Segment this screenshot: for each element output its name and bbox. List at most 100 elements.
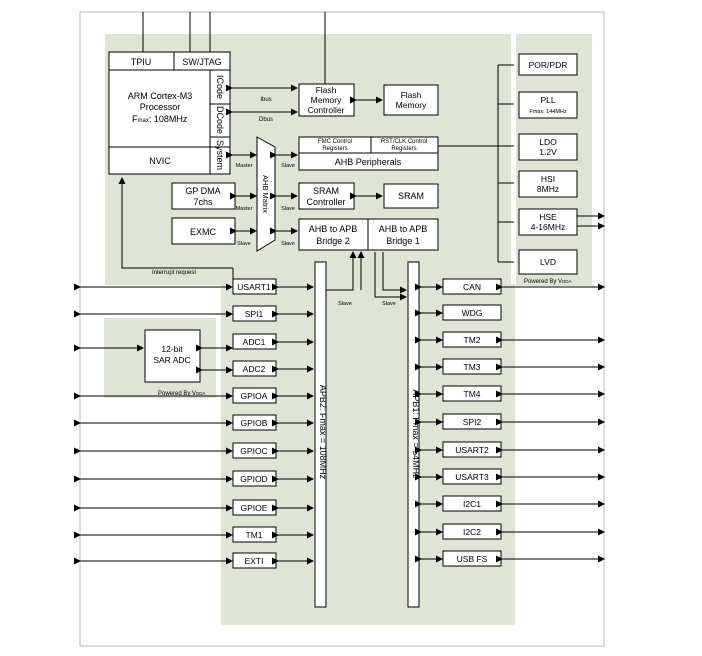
periph-label: USART3 <box>455 472 489 482</box>
svg-text:Controller: Controller <box>308 105 345 115</box>
apb1-periph-tm3: TM3 <box>415 358 605 375</box>
svg-text:Bridge 2: Bridge 2 <box>316 236 350 246</box>
svg-text:7chs: 7chs <box>193 197 213 207</box>
flash-controller-box <box>298 83 355 117</box>
periph-label: TM3 <box>464 362 481 372</box>
flash-controller-text: Flash Memory Controller <box>308 85 345 115</box>
svg-text:Memory: Memory <box>311 95 342 105</box>
bus-text-labels: Ibus Dbus Master Slave Master Slave Slav… <box>152 97 396 307</box>
svg-text:LDO: LDO <box>539 137 557 147</box>
bridge-to-apb-arrows <box>326 251 407 301</box>
svg-text:Master: Master <box>236 206 253 212</box>
svg-text:Registers: Registers <box>391 146 416 152</box>
cpu-fmax: Fmax: 108MHz <box>132 114 188 124</box>
svg-text:4-16MHz: 4-16MHz <box>531 222 565 232</box>
svg-text:Flash: Flash <box>401 90 422 100</box>
apb2-periph-spi1: SPI1 <box>74 305 314 322</box>
periph-label: I2C1 <box>463 499 481 509</box>
cpu-name: ARM Cortex-M3 <box>128 91 193 101</box>
ahb-peripherals-label: AHB Peripherals <box>335 157 402 167</box>
diagram-frame <box>79 11 605 647</box>
apb1-periph-tm2: TM2 <box>415 331 605 348</box>
periph-label: GPIOD <box>240 474 267 484</box>
periph-label: TM4 <box>464 389 481 399</box>
interrupt-request-label: Interrupt request <box>152 270 196 276</box>
svg-text:Ibus: Ibus <box>260 97 271 103</box>
svg-text:SRAM: SRAM <box>398 191 424 201</box>
periph-label: USART1 <box>237 282 271 292</box>
por-pdr: POR/PDR <box>529 60 568 70</box>
svg-text:APB2: Fmax = 108MHz: APB2: Fmax = 108MHz <box>318 385 328 480</box>
sram-block: SRAM <box>383 183 439 209</box>
periph-label: SPI1 <box>245 309 264 319</box>
cpu-block: TPIU SW/JTAG ARM Cortex-M3 Processor Fma… <box>108 51 231 175</box>
svg-text:SAR ADC: SAR ADC <box>153 355 190 365</box>
periph-label: GPIOE <box>241 503 268 513</box>
periph-label: ADC2 <box>243 364 266 374</box>
apb1-periph-i2c2: I2C2 <box>415 523 605 540</box>
periph-label: WDG <box>462 308 483 318</box>
svg-text:Dbus: Dbus <box>259 117 273 123</box>
apb1-peripheral-list: CAN WDG TM2TM3TM4SPI2USART2USART3I2C1I2C2U… <box>415 278 605 567</box>
svg-text:Slave: Slave <box>281 163 295 169</box>
apb2-periph-adc1: ADC1 <box>232 333 314 350</box>
svg-text:Slave: Slave <box>338 301 352 307</box>
power-blocks: POR/PDR PLL Fmax: 144MHz LDO 1.2V HSI 8M… <box>518 53 578 285</box>
svg-text:Flash: Flash <box>316 85 337 95</box>
svg-text:Master: Master <box>236 163 253 169</box>
svg-text:AHB Matrix: AHB Matrix <box>261 175 270 213</box>
svg-text:SRAM: SRAM <box>313 186 339 196</box>
svg-text:AHB to APB: AHB to APB <box>309 224 358 234</box>
cpu-processor: Processor <box>140 102 181 112</box>
periph-label: SPI2 <box>463 417 482 427</box>
svg-text:HSE: HSE <box>539 212 557 222</box>
periph-label: TM1 <box>246 530 263 540</box>
apb2-periph-gpioc: GPIOC <box>74 442 314 459</box>
svg-text:Slave: Slave <box>237 241 251 247</box>
svg-text:Memory: Memory <box>396 100 427 110</box>
svg-text:Slave: Slave <box>281 241 295 247</box>
apb2-periph-gpiod: GPIOD <box>74 470 314 487</box>
lvd: LVD <box>540 257 556 267</box>
apb2-periph-gpioe: GPIOE <box>74 499 314 516</box>
svg-text:RST/CLK Control: RST/CLK Control <box>381 139 427 145</box>
periph-label: USB FS <box>457 554 488 564</box>
tpiu-label: TPIU <box>131 57 152 67</box>
power-powered-by: Powered By VDDA <box>524 279 572 285</box>
core-bus-arrows <box>118 64 514 287</box>
apb2-periph-tm1: TM1 <box>74 526 314 543</box>
svg-text:Bridge 1: Bridge 1 <box>386 236 420 246</box>
apb1-periph-can: CAN <box>415 278 605 295</box>
dcode-label: DCode <box>215 106 225 134</box>
periph-label: USART2 <box>455 445 489 455</box>
pll-fmax: Fmax: 144MHz <box>529 109 567 115</box>
adc-block: 12-bit SAR ADC Powered By VDDA <box>144 329 206 397</box>
apb1-bus: APB1: Fmax = 54MHz <box>407 261 421 608</box>
periph-label: TM2 <box>464 335 481 345</box>
top-pins <box>142 12 326 84</box>
icode-label: ICode <box>215 75 225 99</box>
apb2-periph-adc2: ADC2 <box>232 360 314 377</box>
nvic-label: NVIC <box>149 156 171 166</box>
svg-text:EXMC: EXMC <box>190 227 217 237</box>
apb1-periph-tm4: TM4 <box>415 385 605 402</box>
apb2-periph-gpiob: GPIOB <box>74 414 314 431</box>
flash-memory-text: Flash Memory <box>396 90 427 110</box>
system-label: System <box>215 140 225 170</box>
ahb-peripherals-block: FMC Control Registers RST/CLK Control Re… <box>298 136 439 171</box>
apb2-periph-usart1: USART1 <box>74 278 314 295</box>
hse-pins <box>577 212 605 230</box>
svg-text:HSI: HSI <box>541 174 555 184</box>
svg-text:APB1: Fmax = 54MHz: APB1: Fmax = 54MHz <box>411 389 421 479</box>
pll: PLL <box>540 95 555 105</box>
exmc-block: EXMC <box>171 217 236 245</box>
svg-text:12-bit: 12-bit <box>161 344 183 354</box>
periph-label: GPIOA <box>241 391 268 401</box>
apb1-periph-usb-fs: USB FS <box>415 550 605 567</box>
periph-label: CAN <box>463 282 481 292</box>
apb2-bus: APB2: Fmax = 108MHz <box>314 261 328 608</box>
svg-text:Controller: Controller <box>306 197 345 207</box>
apb1-periph-usart2: USART2 <box>415 441 605 458</box>
svg-text:Registers: Registers <box>322 146 347 152</box>
